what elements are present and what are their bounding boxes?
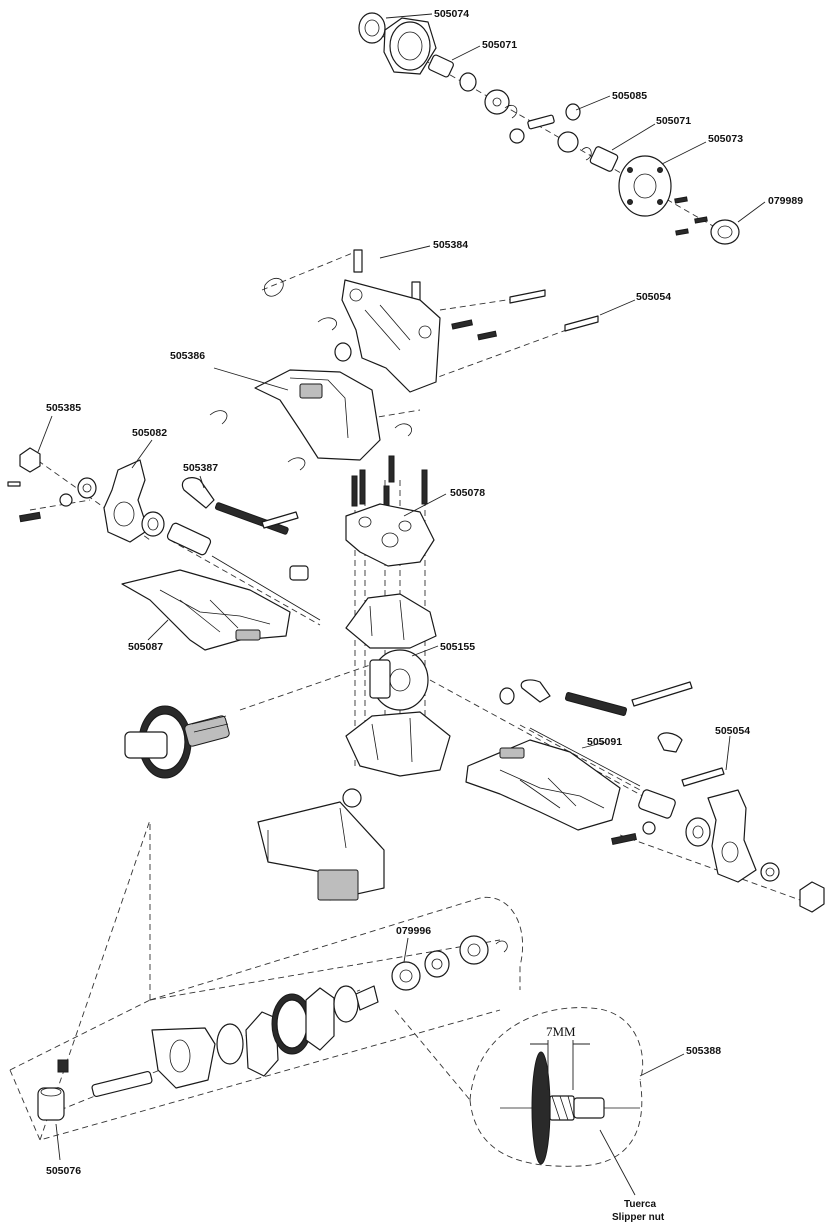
spur-gear-left xyxy=(124,705,230,779)
part-labels: 505074 505071 505085 505071 505073 07998… xyxy=(46,8,803,1223)
left-hub xyxy=(7,447,165,543)
label-505076: 505076 xyxy=(46,1165,81,1177)
label-505387: 505387 xyxy=(183,462,218,474)
leader-lines xyxy=(37,13,766,1161)
right-linkage xyxy=(499,679,725,787)
label-505054-top: 505054 xyxy=(636,291,671,303)
slipper-detail-box xyxy=(9,819,524,1141)
mount-plate xyxy=(257,801,385,901)
nut-label-en: Slipper nut xyxy=(612,1212,665,1223)
label-505078: 505078 xyxy=(450,487,485,499)
label-505386: 505386 xyxy=(170,350,205,362)
diff-housing xyxy=(342,593,451,808)
label-505071-top: 505071 xyxy=(482,39,517,51)
bulkhead xyxy=(345,455,435,567)
slipper-closeup xyxy=(469,1007,644,1196)
label-505074: 505074 xyxy=(434,8,469,20)
label-505384: 505384 xyxy=(433,239,468,251)
label-505082: 505082 xyxy=(132,427,167,439)
left-arm xyxy=(121,569,291,651)
left-linkage xyxy=(166,477,321,621)
label-505388: 505388 xyxy=(686,1045,721,1057)
diff-parts-top xyxy=(358,12,740,245)
label-505385: 505385 xyxy=(46,402,81,414)
label-505087: 505087 xyxy=(128,641,163,653)
label-079996: 079996 xyxy=(396,925,431,937)
label-505091: 505091 xyxy=(587,736,622,748)
assembly-lines xyxy=(29,29,801,1111)
label-505071-right: 505071 xyxy=(656,115,691,127)
right-arm xyxy=(465,739,621,831)
label-505073: 505073 xyxy=(708,133,743,145)
nut-label-es: Tuerca xyxy=(624,1199,656,1210)
label-505085: 505085 xyxy=(612,90,647,102)
slipper-parts xyxy=(37,935,508,1121)
label-505155: 505155 xyxy=(440,641,475,653)
gear-cover xyxy=(209,369,412,471)
shock-tower xyxy=(264,249,599,393)
label-505054-right: 505054 xyxy=(715,725,750,737)
label-079989: 079989 xyxy=(768,195,803,207)
dimension-7mm: 7MM xyxy=(546,1024,576,1039)
right-hub xyxy=(611,789,825,913)
